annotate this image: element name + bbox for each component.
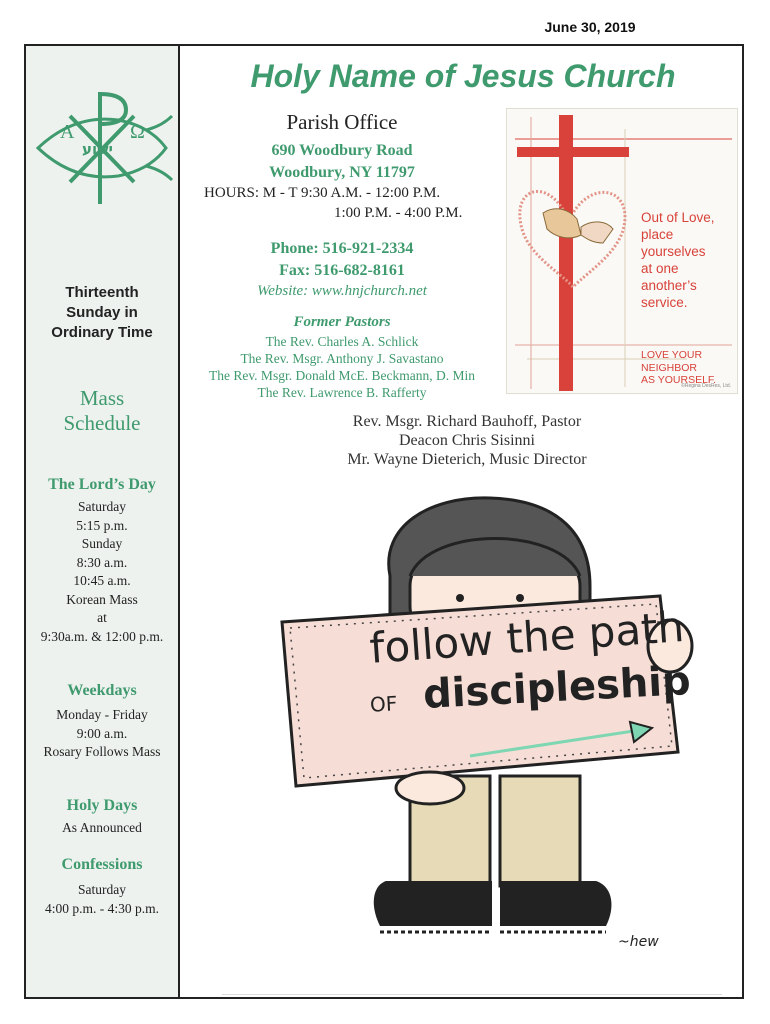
poster-commandment-line: AS YOURSELF.: [641, 374, 717, 386]
schedule-line: Sunday: [81, 536, 123, 551]
holy-days-times: As Announced: [26, 819, 178, 838]
poster-quote-line: service.: [641, 295, 688, 310]
confessions-times: Saturday 4:00 p.m. - 4:30 p.m.: [26, 881, 178, 918]
poster-credit: ©Regina DesRes, Ltd.: [681, 383, 731, 389]
mass-schedule-title-line: Mass: [79, 386, 125, 410]
schedule-line: 5:15 p.m.: [76, 517, 128, 533]
poster-quote-line: at one: [641, 261, 679, 276]
liturgical-day: Thirteenth Sunday in Ordinary Time: [26, 283, 178, 343]
sidebar: A Ω ישוע Thirteenth Sunday in Ordinary T…: [26, 46, 180, 997]
schedule-line: Monday - Friday: [56, 707, 148, 722]
former-pastor: The Rev. Msgr. Anthony J. Savastano: [240, 351, 444, 366]
office-hours: HOURS: M - T 9:30 A.M. - 12:00 P.M. 1:00…: [204, 183, 462, 223]
staff-member: Mr. Wayne Dieterich, Music Director: [347, 451, 587, 468]
former-pastors-list: The Rev. Charles A. Schlick The Rev. Msg…: [182, 333, 502, 401]
staff-member: Deacon Chris Sisinni: [399, 432, 535, 449]
liturgical-day-line: Sunday in: [66, 304, 138, 321]
contact-numbers: Phone: 516-921-2334 Fax: 516-682-8161: [182, 238, 502, 282]
poster-commandment: LOVE YOUR NEIGHBOR AS YOURSELF.: [641, 349, 716, 387]
weekdays-heading: Weekdays: [67, 682, 137, 699]
phone-number: Phone: 516-921-2334: [270, 240, 414, 257]
church-name: Holy Name of Jesus Church: [250, 58, 676, 94]
former-pastor: The Rev. Lawrence B. Rafferty: [257, 385, 427, 400]
love-neighbor-poster: Out of Love, place yourselves at one ano…: [506, 108, 738, 394]
liturgical-day-line: Ordinary Time: [51, 324, 153, 341]
artist-signature: ~hew: [618, 934, 659, 950]
parish-staff: Rev. Msgr. Richard Bauhoff, Pastor Deaco…: [322, 412, 612, 469]
poster-quote-line: place: [641, 227, 674, 242]
poster-quote-line: yourselves: [641, 244, 706, 259]
schedule-line: 9:00 a.m.: [76, 725, 128, 741]
former-pastor: The Rev. Msgr. Donald McE. Beckmann, D. …: [208, 368, 476, 383]
omega-letter: Ω: [130, 121, 145, 143]
schedule-line: Korean Mass: [66, 591, 138, 607]
schedule-line: 10:45 a.m.: [73, 573, 131, 588]
staff-member: Rev. Msgr. Richard Bauhoff, Pastor: [352, 413, 582, 430]
schedule-line: at: [97, 610, 107, 625]
parish-address: 690 Woodbury Road Woodbury, NY 11797: [182, 140, 502, 184]
boy-holding-sign-art: ~hew: [280, 496, 694, 950]
address-line: 690 Woodbury Road: [271, 142, 413, 159]
bulletin-frame: A Ω ישוע Thirteenth Sunday in Ordinary T…: [24, 44, 744, 999]
chi-rho-ichthys-icon: A Ω ישוע: [35, 92, 174, 204]
poster-commandment-line: LOVE YOUR: [641, 349, 703, 361]
parish-office-title: Parish Office: [286, 110, 398, 134]
lords-day-heading: The Lord’s Day: [48, 476, 156, 493]
schedule-line: 9:30a.m. & 12:00 p.m.: [40, 628, 164, 644]
alpha-letter: A: [60, 121, 75, 143]
confessions-heading: Confessions: [61, 856, 143, 873]
main-content: Holy Name of Jesus Church Parish Office …: [182, 46, 742, 997]
mass-schedule-title: Mass Schedule: [26, 386, 178, 436]
discipleship-illustration: ~hew follow the path OF discipleship: [260, 486, 698, 956]
poster-commandment-line: NEIGHBOR: [641, 361, 698, 374]
hebrew-name: ישוע: [82, 140, 113, 158]
website-link[interactable]: Website: www.hnjchurch.net: [257, 283, 427, 299]
liturgical-day-line: Thirteenth: [65, 284, 139, 301]
holy-days-heading: Holy Days: [66, 797, 138, 814]
schedule-line: As Announced: [62, 820, 142, 835]
bulletin-date: June 30, 2019: [544, 19, 636, 35]
schedule-line: Saturday: [78, 882, 126, 897]
sign-text-of: OF: [369, 691, 398, 717]
footer-divider: [222, 994, 722, 995]
poster-quote-line: Out of Love,: [641, 210, 715, 225]
poster-quote-line: another’s: [641, 278, 697, 293]
schedule-line: Rosary Follows Mass: [43, 744, 161, 759]
fax-number: Fax: 516-682-8161: [279, 262, 405, 279]
lords-day-times: Saturday 5:15 p.m. Sunday 8:30 a.m. 10:4…: [26, 498, 178, 646]
hours-line: 1:00 P.M. - 4:00 P.M.: [334, 205, 463, 221]
mass-schedule-title-line: Schedule: [63, 411, 141, 435]
address-line: Woodbury, NY 11797: [269, 164, 415, 181]
cross-heart-art: [515, 115, 732, 391]
former-pastors-title: Former Pastors: [293, 314, 391, 330]
former-pastor: The Rev. Charles A. Schlick: [265, 334, 419, 349]
poster-quote: Out of Love, place yourselves at one ano…: [641, 209, 715, 311]
hours-line: HOURS: M - T 9:30 A.M. - 12:00 P.M.: [204, 185, 441, 201]
schedule-line: 8:30 a.m.: [76, 554, 128, 570]
weekdays-times: Monday - Friday 9:00 a.m. Rosary Follows…: [26, 706, 178, 762]
schedule-line: 4:00 p.m. - 4:30 p.m.: [45, 900, 159, 916]
schedule-line: Saturday: [78, 499, 126, 514]
